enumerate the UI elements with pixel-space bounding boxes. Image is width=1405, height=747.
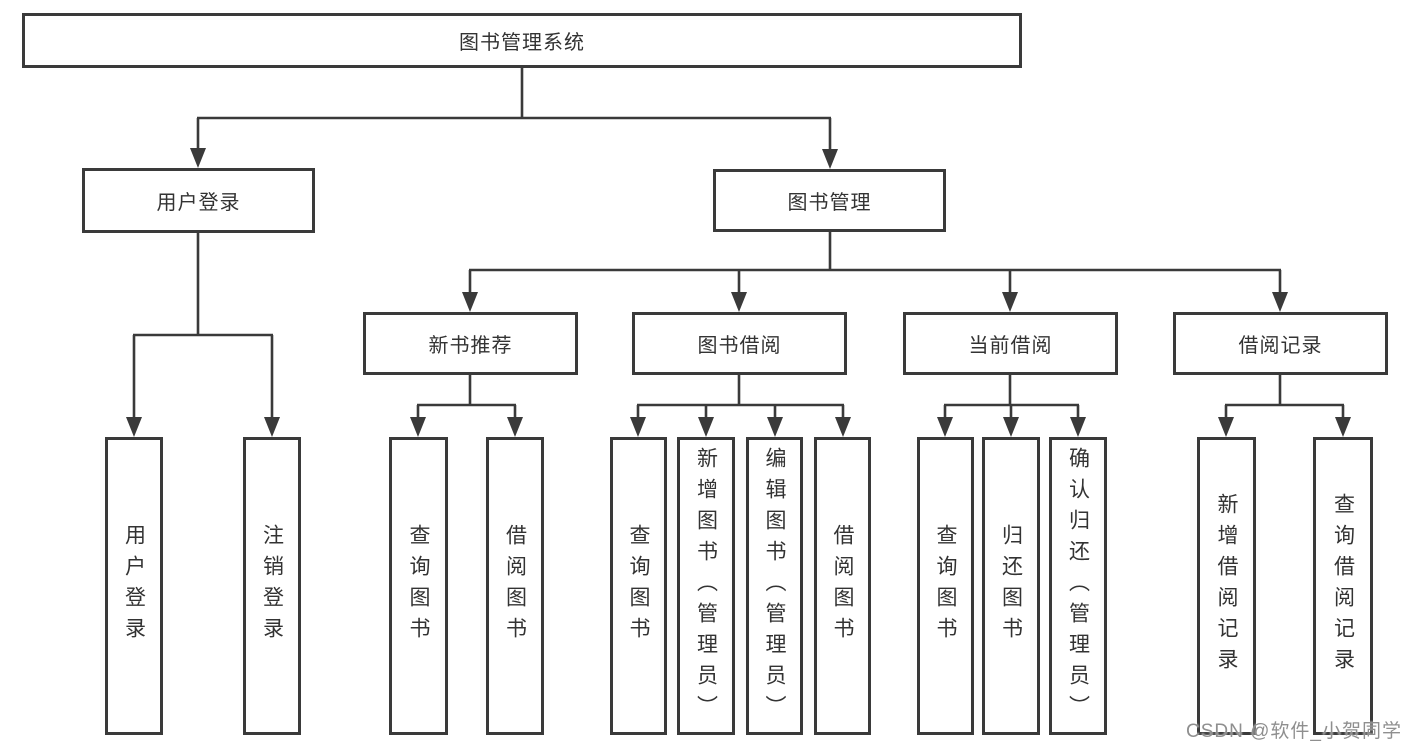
node-library-management-system: 图书管理系统 — [22, 13, 1022, 68]
leaf-edit-books-admin-label: 编辑图书（管理员） — [763, 446, 786, 726]
node-book-management: 图书管理 — [713, 169, 946, 232]
leaf-borrow-books-1: 借阅图书 — [486, 437, 544, 735]
leaf-borrow-books-2-label: 借阅图书 — [831, 524, 854, 648]
leaf-logout: 注销登录 — [243, 437, 301, 735]
node-current-borrow: 当前借阅 — [903, 312, 1118, 375]
node-book-borrow: 图书借阅 — [632, 312, 847, 375]
node-current-borrow-label: 当前借阅 — [968, 335, 1053, 357]
leaf-add-borrow-record: 新增借阅记录 — [1197, 437, 1256, 735]
node-new-book-recommend: 新书推荐 — [363, 312, 578, 375]
node-borrow-records: 借阅记录 — [1173, 312, 1388, 375]
leaf-add-borrow-record-label: 新增借阅记录 — [1215, 493, 1238, 679]
leaf-query-borrow-record-label: 查询借阅记录 — [1331, 493, 1355, 679]
leaf-query-books-1-label: 查询图书 — [407, 524, 430, 648]
leaf-query-books-2: 查询图书 — [610, 437, 667, 735]
node-book-management-label: 图书管理 — [787, 192, 872, 214]
leaf-add-books-admin: 新增图书（管理员） — [677, 437, 735, 735]
leaf-user-login-label: 用户登录 — [122, 524, 146, 648]
node-book-borrow-label: 图书借阅 — [697, 335, 782, 357]
leaf-edit-books-admin: 编辑图书（管理员） — [746, 437, 803, 735]
leaf-query-books-3-label: 查询图书 — [934, 524, 957, 648]
node-user-login: 用户登录 — [82, 168, 315, 233]
leaf-query-books-3: 查询图书 — [917, 437, 974, 735]
leaf-query-books-1: 查询图书 — [389, 437, 448, 735]
leaf-borrow-books-1-label: 借阅图书 — [503, 524, 527, 648]
leaf-return-books: 归还图书 — [982, 437, 1040, 735]
leaf-confirm-return-admin: 确认归还（管理员） — [1049, 437, 1107, 735]
leaf-return-books-label: 归还图书 — [999, 524, 1023, 648]
leaf-confirm-return-admin-label: 确认归还（管理员） — [1066, 446, 1090, 726]
leaf-add-books-admin-label: 新增图书（管理员） — [694, 446, 718, 726]
leaf-user-login: 用户登录 — [105, 437, 163, 735]
leaf-query-borrow-record: 查询借阅记录 — [1313, 437, 1373, 735]
node-borrow-records-label: 借阅记录 — [1238, 335, 1323, 357]
node-library-management-system-label: 图书管理系统 — [459, 32, 585, 54]
leaf-borrow-books-2: 借阅图书 — [814, 437, 871, 735]
leaf-query-books-2-label: 查询图书 — [627, 524, 650, 648]
node-user-login-label: 用户登录 — [156, 192, 241, 214]
node-new-book-recommend-label: 新书推荐 — [428, 335, 513, 357]
leaf-logout-label: 注销登录 — [260, 524, 284, 648]
csdn-watermark: CSDN @软件_小贺同学 — [1186, 721, 1402, 742]
